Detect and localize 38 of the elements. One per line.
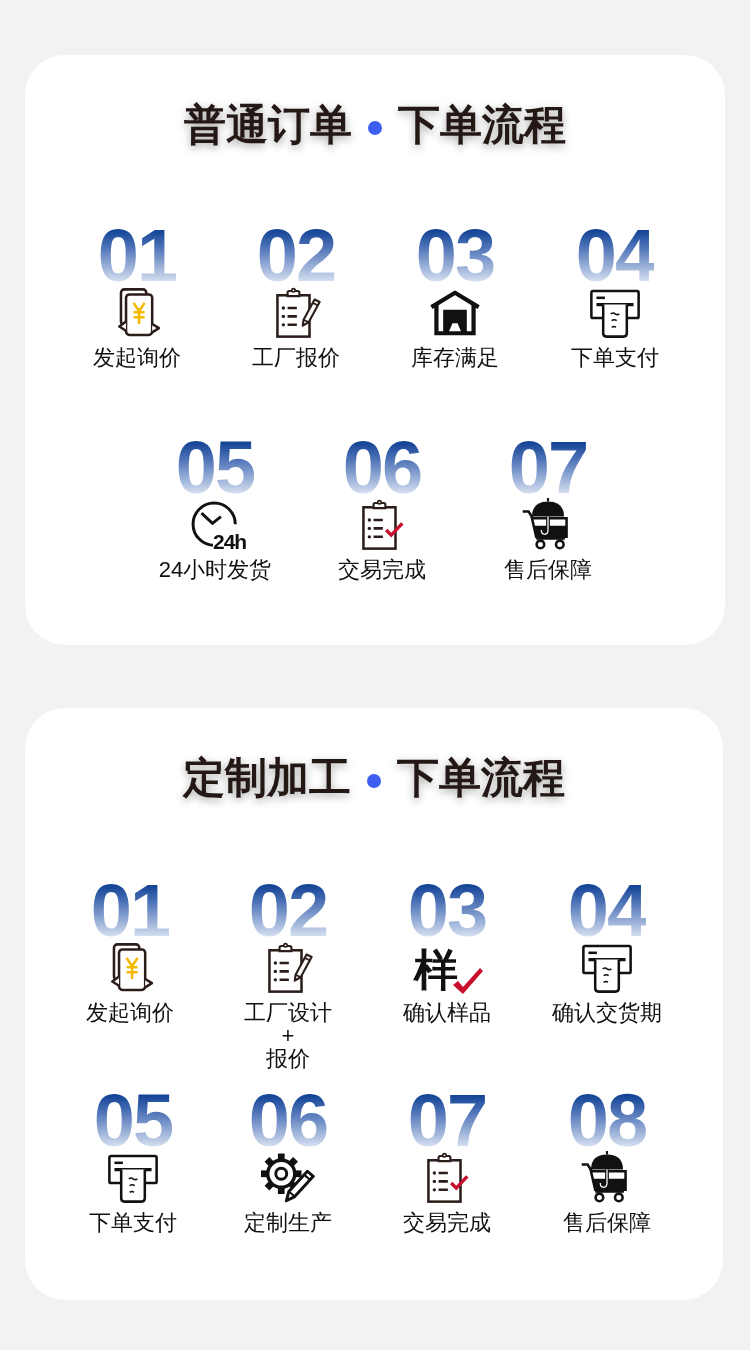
step-number: 08	[567, 1093, 647, 1149]
title-text: 普通订单	[184, 100, 352, 150]
step-label: 交易完成	[338, 558, 426, 581]
step-label: 发起询价	[86, 1001, 174, 1024]
step-number: 03	[407, 883, 487, 939]
card-panel	[25, 55, 725, 645]
card-panel	[25, 708, 723, 1300]
step-number: 05	[175, 440, 255, 496]
step-label: 售后保障	[563, 1211, 651, 1234]
step-label: 下单支付	[571, 346, 659, 369]
title-text: 下单流程	[398, 100, 566, 150]
step-number: 06	[248, 1093, 328, 1149]
title-text: 下单流程	[397, 753, 565, 803]
step-label: 工厂报价	[252, 346, 340, 369]
sample-character: 样	[414, 945, 458, 995]
step-label: 定制生产	[244, 1211, 332, 1234]
step-label: 库存满足	[411, 346, 499, 369]
step-number: 05	[93, 1093, 173, 1149]
step-label: 交易完成	[403, 1211, 491, 1234]
step-number: 01	[90, 883, 170, 939]
step-label: 下单支付	[89, 1211, 177, 1234]
step-label: 确认交货期	[552, 1001, 662, 1024]
step-number: 03	[415, 228, 495, 284]
step-label: 工厂设计 + 报价	[244, 1001, 332, 1070]
step-number: 04	[575, 228, 655, 284]
step-number: 06	[342, 440, 422, 496]
step-number: 07	[407, 1093, 487, 1149]
step-label: 售后保障	[504, 558, 592, 581]
step-number: 07	[508, 440, 588, 496]
step-number: 01	[97, 228, 177, 284]
hours-text: 24h	[213, 531, 247, 552]
step-number: 02	[256, 228, 336, 284]
step-number: 04	[567, 883, 647, 939]
step-label: 发起询价	[93, 346, 181, 369]
step-label: 确认样品	[403, 1001, 491, 1024]
step-label: 24小时发货	[158, 558, 272, 581]
title-text: 定制加工	[183, 753, 351, 803]
step-number: 02	[248, 883, 328, 939]
